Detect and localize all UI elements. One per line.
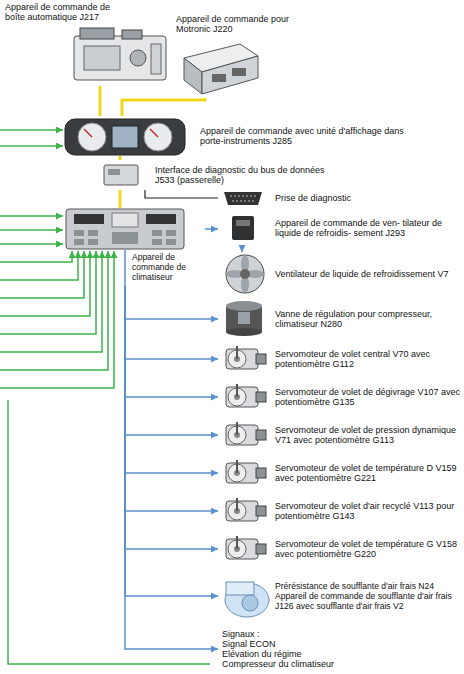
node-text: Servomoteur de volet d'air recyclé V113 …: [275, 501, 462, 521]
connector: [99, 86, 102, 116]
instrument-cluster: Appareil de commande avec unité d'affich…: [65, 116, 410, 156]
node-text: Prise de diagnostic: [275, 193, 462, 203]
connector: [241, 245, 243, 252]
servo-motor: Servomoteur de volet central V70 avec po…: [218, 342, 462, 376]
connector: [125, 286, 218, 359]
text-block: Servomoteur de volet de dégivrage V107 a…: [275, 387, 462, 407]
text-block: Appareil de commande de ven- tilateur de…: [275, 218, 462, 238]
text-block: Prérésistance de soufflante d'air frais …: [275, 581, 462, 611]
node-text: Signal ECON: [222, 639, 458, 649]
connector: [145, 190, 218, 198]
gearbox-control-unit-icon: [74, 28, 166, 80]
text-block: Signaux :Signal ECONElévation du régimeC…: [222, 629, 458, 669]
connector: [119, 190, 122, 208]
bus-wire: [124, 250, 126, 286]
node-text: Appareil de commande avec unité d'affich…: [200, 126, 410, 146]
gateway: Interface de diagnostic du bus de donnée…: [100, 160, 340, 190]
text-block: Ventilateur de liquide de refroidissemen…: [275, 269, 462, 279]
diagnostic-socket-icon: [224, 192, 262, 205]
fan: Ventilateur de liquide de refroidissemen…: [218, 252, 462, 296]
text-block: Appareil de commande avec unité d'affich…: [200, 126, 410, 146]
servo-motor: Servomoteur de volet de dégivrage V107 a…: [218, 380, 462, 414]
fan-icon: [226, 255, 264, 293]
node-text: Servomoteur de volet de température D V1…: [275, 463, 462, 483]
text-block: Servomoteur de volet de température G V1…: [275, 539, 462, 559]
connector: [125, 286, 218, 435]
servo-motor: Servomoteur de volet de température G V1…: [218, 532, 462, 566]
node-text: Servomoteur de volet central V70 avec po…: [275, 349, 462, 369]
connector: [205, 228, 218, 230]
node-text: Servomoteur de volet de pression dynamiq…: [275, 425, 462, 445]
climate-control-unit: Appareil de commande de climatiseur: [65, 208, 205, 286]
servo-motor-icons: [226, 346, 266, 559]
text-block: Servomoteur de volet de pression dynamiq…: [275, 425, 462, 445]
signal-list: Signaux :Signal ECONElévation du régimeC…: [218, 628, 462, 670]
node-text: Ventilateur de liquide de refroidissemen…: [275, 269, 462, 279]
text-block: Prise de diagnostic: [275, 193, 462, 203]
node-text: Appareil de commande de soufflante d'air…: [275, 591, 462, 611]
text-block: Vanne de régulation pour compresseur, cl…: [275, 309, 462, 329]
node-text: Appareil de commande de climatiseur: [132, 252, 205, 282]
connector: [125, 286, 218, 511]
control-unit: Appareil de commande de ven- tilateur de…: [218, 211, 462, 245]
servo-motor: Servomoteur de volet de température D V1…: [218, 456, 462, 490]
node-text: Servomoteur de volet de température G V1…: [275, 539, 462, 559]
instrument-cluster-icon: [65, 119, 185, 155]
climate-panel-icon: [66, 209, 184, 249]
connector: [122, 98, 205, 116]
node-text: Vanne de régulation pour compresseur, cl…: [275, 309, 462, 329]
connector: [125, 286, 218, 649]
text-block: Servomoteur de volet central V70 avec po…: [275, 349, 462, 369]
node-text: Prérésistance de soufflante d'air frais …: [275, 581, 462, 591]
connector: [125, 286, 218, 397]
text-block: Servomoteur de volet d'air recyclé V113 …: [275, 501, 462, 521]
node-text: Signaux :: [222, 629, 458, 639]
engine-control-unit-icon: [184, 44, 258, 94]
connector: [125, 286, 218, 549]
servo-motor: Servomoteur de volet d'air recyclé V113 …: [218, 494, 462, 528]
valve: Vanne de régulation pour compresseur, cl…: [218, 300, 462, 338]
node-text: Appareil de commande de ven- tilateur de…: [275, 218, 462, 238]
control-unit: Appareil de commande de boîte automatiqu…: [5, 2, 170, 86]
connector: [119, 156, 122, 160]
blower-icon: [225, 582, 269, 617]
blower: Prérésistance de soufflante d'air frais …: [218, 570, 462, 622]
gateway-icon: [104, 165, 138, 185]
node-text: Interface de diagnostic du bus de donnée…: [155, 165, 340, 185]
servo-motor: Servomoteur de volet de pression dynamiq…: [218, 418, 462, 452]
text-block: Appareil de commande de climatiseur: [132, 252, 205, 282]
control-unit: Appareil de commande pour Motronic J220: [176, 14, 300, 98]
valve-icon: [226, 301, 262, 336]
fan-control-unit-icon: [232, 216, 254, 240]
text-block: Interface de diagnostic du bus de donnée…: [155, 165, 340, 185]
node-text: Servomoteur de volet de dégivrage V107 a…: [275, 387, 462, 407]
connector: [125, 286, 218, 596]
connector: [125, 286, 218, 473]
text-block: Appareil de commande pour Motronic J220: [176, 14, 300, 34]
node-text: Appareil de commande pour Motronic J220: [176, 14, 300, 34]
connector: [125, 286, 218, 319]
node-text: Compresseur du climatiseur: [222, 659, 458, 669]
text-block: Servomoteur de volet de température D V1…: [275, 463, 462, 483]
diagnostic-socket: Prise de diagnostic: [218, 188, 462, 208]
node-text: Elévation du régime: [222, 649, 458, 659]
node-text: Appareil de commande de boîte automatiqu…: [5, 2, 125, 22]
text-block: Appareil de commande de boîte automatiqu…: [5, 2, 125, 22]
